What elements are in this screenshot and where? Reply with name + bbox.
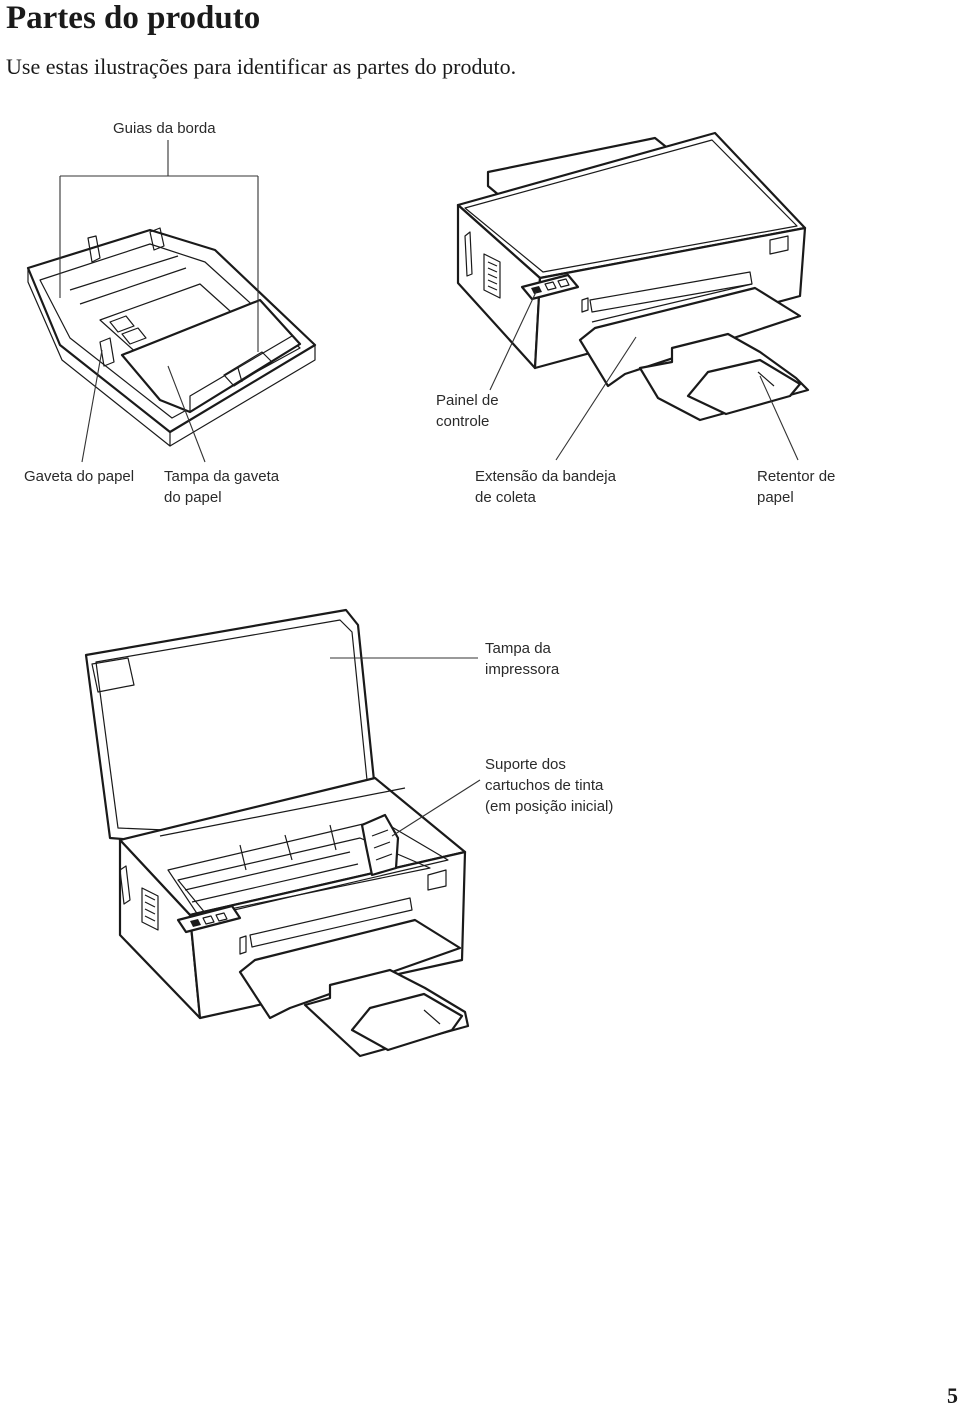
page-number: 5 [947,1383,958,1408]
callout-output-tray-extension: Extensão da bandeja de coleta [475,466,616,508]
callout-line: Tampa da gaveta [164,468,280,485]
printer-open-drawing [84,608,470,1058]
callout-cassette-cover: Tampa da gaveta do papel [164,466,279,508]
callout-line: papel [757,489,794,506]
callout-edge-guides: Guias da borda [113,118,216,139]
callout-line: controle [436,413,490,430]
callout-control-panel: Painel de controle [436,390,499,432]
callout-paper-cassette: Gaveta do papel [24,466,134,487]
callout-line: Tampa da [485,640,551,657]
callout-line: cartuchos de tinta [485,777,604,794]
callout-printer-cover: Tampa da impressora [485,638,559,680]
callout-leader-lines [59,140,799,837]
page-title: Partes do produto [6,0,261,36]
callout-line: Guias da borda [113,120,216,137]
callout-line: Retentor de [757,468,836,485]
callout-line: de coleta [475,489,536,506]
callout-line: do papel [164,489,222,506]
callout-line: Gaveta do papel [24,468,135,485]
callout-line: Painel de [436,392,499,409]
callout-line: Suporte dos [485,756,566,773]
callout-line: (em posição inicial) [485,798,614,815]
page-subtitle: Use estas ilustrações para identificar a… [6,54,517,79]
printer-closed-drawing [456,131,810,422]
callout-ink-cartridge-holder: Suporte dos cartuchos de tinta (em posiç… [485,754,613,817]
callout-line: Extensão da bandeja [475,468,616,485]
callout-paper-stopper: Retentor de papel [757,466,835,508]
paper-cassette-drawing [26,227,317,447]
callout-line: impressora [485,661,560,678]
